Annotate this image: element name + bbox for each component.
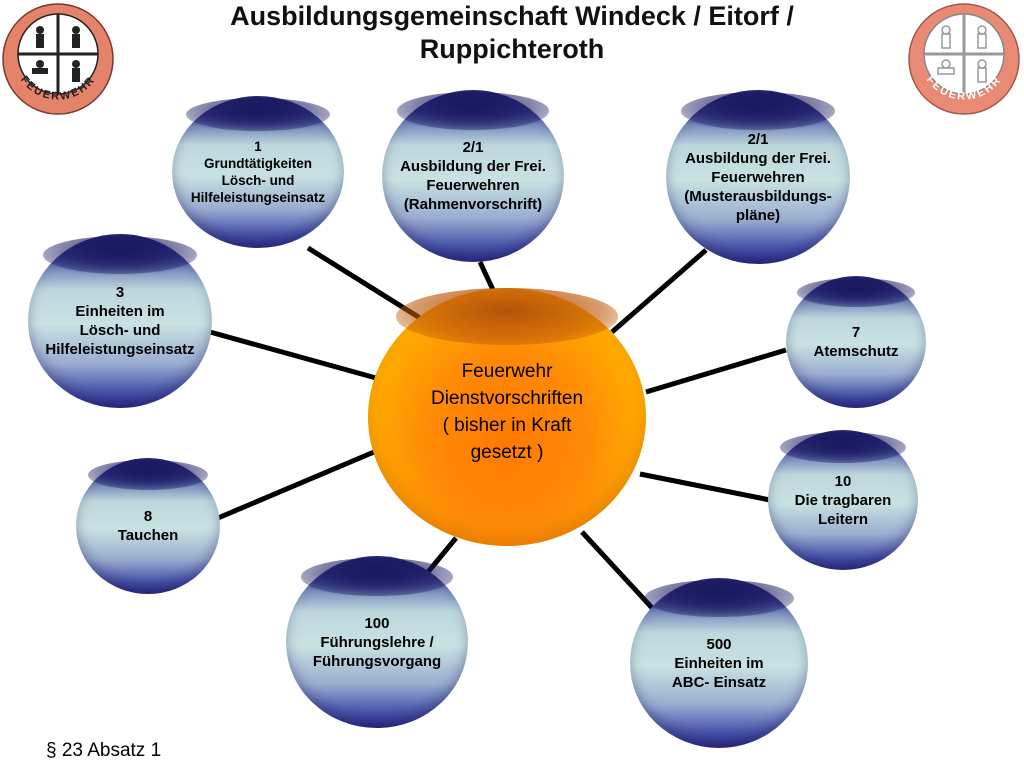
bubble-2-1b-label: 2/1 Ausbildung der Frei. Feuerwehren (Mu… — [684, 130, 832, 224]
bubble-3-einheiten: 3 Einheiten im Lösch- und Hilfeleistungs… — [28, 234, 212, 408]
bubble-8-label: 8 Tauchen — [117, 508, 179, 544]
feuerwehr-logo-left: FEUERWEHR — [2, 3, 114, 115]
connector-500 — [580, 530, 656, 612]
bubble-500-abc-einsatz: 500 Einheiten im ABC- Einsatz — [630, 578, 808, 748]
bubble-100-label: 100 Führungslehre / Führungsvorgang — [312, 614, 442, 670]
page-title: Ausbildungsgemeinschaft Windeck / Eitorf… — [230, 1, 794, 64]
connector-2-1b — [610, 248, 708, 334]
connector-2-1a — [477, 260, 497, 294]
connector-3 — [209, 329, 377, 381]
bubble-7-atemschutz: 7 Atemschutz — [786, 276, 926, 408]
bubble-3-label: 3 Einheiten im Lösch- und Hilfeleistungs… — [45, 284, 195, 358]
bubble-100-fuehrungslehre: 100 Führungslehre / Führungsvorgang — [286, 556, 468, 728]
bubble-8-tauchen: 8 Tauchen — [76, 458, 220, 594]
connector-7 — [645, 347, 787, 395]
bubble-2-1-musterausbildungsplaene: 2/1 Ausbildung der Frei. Feuerwehren (Mu… — [666, 90, 850, 264]
bubble-1-grundtaetigkeiten: 1 Grundtätigkeiten Lösch- und Hilfeleist… — [172, 96, 344, 248]
center-dienstvorschriften: Feuerwehr Dienstvorschriften ( bisher in… — [368, 288, 646, 546]
bubble-500-label: 500 Einheiten im ABC- Einsatz — [671, 635, 767, 691]
bubble-7-label: 7 Atemschutz — [813, 324, 899, 360]
connector-10 — [639, 471, 771, 503]
center-label: Feuerwehr Dienstvorschriften ( bisher in… — [430, 361, 584, 463]
feuerwehr-logo-right: FEUERWEHR — [908, 3, 1020, 115]
bubble-10-label: 10 Die tragbaren Leitern — [794, 472, 892, 528]
bubble-2-1a-label: 2/1 Ausbildung der Frei. Feuerwehren (Ra… — [400, 139, 546, 213]
connector-8 — [217, 449, 375, 521]
bubble-2-1-rahmenvorschrift: 2/1 Ausbildung der Frei. Feuerwehren (Ra… — [382, 90, 564, 262]
footer-paragraph-reference: § 23 Absatz 1 — [46, 740, 162, 761]
bubble-1-label: 1 Grundtätigkeiten Lösch- und Hilfeleist… — [190, 139, 326, 205]
bubble-10-leitern: 10 Die tragbaren Leitern — [768, 430, 918, 570]
